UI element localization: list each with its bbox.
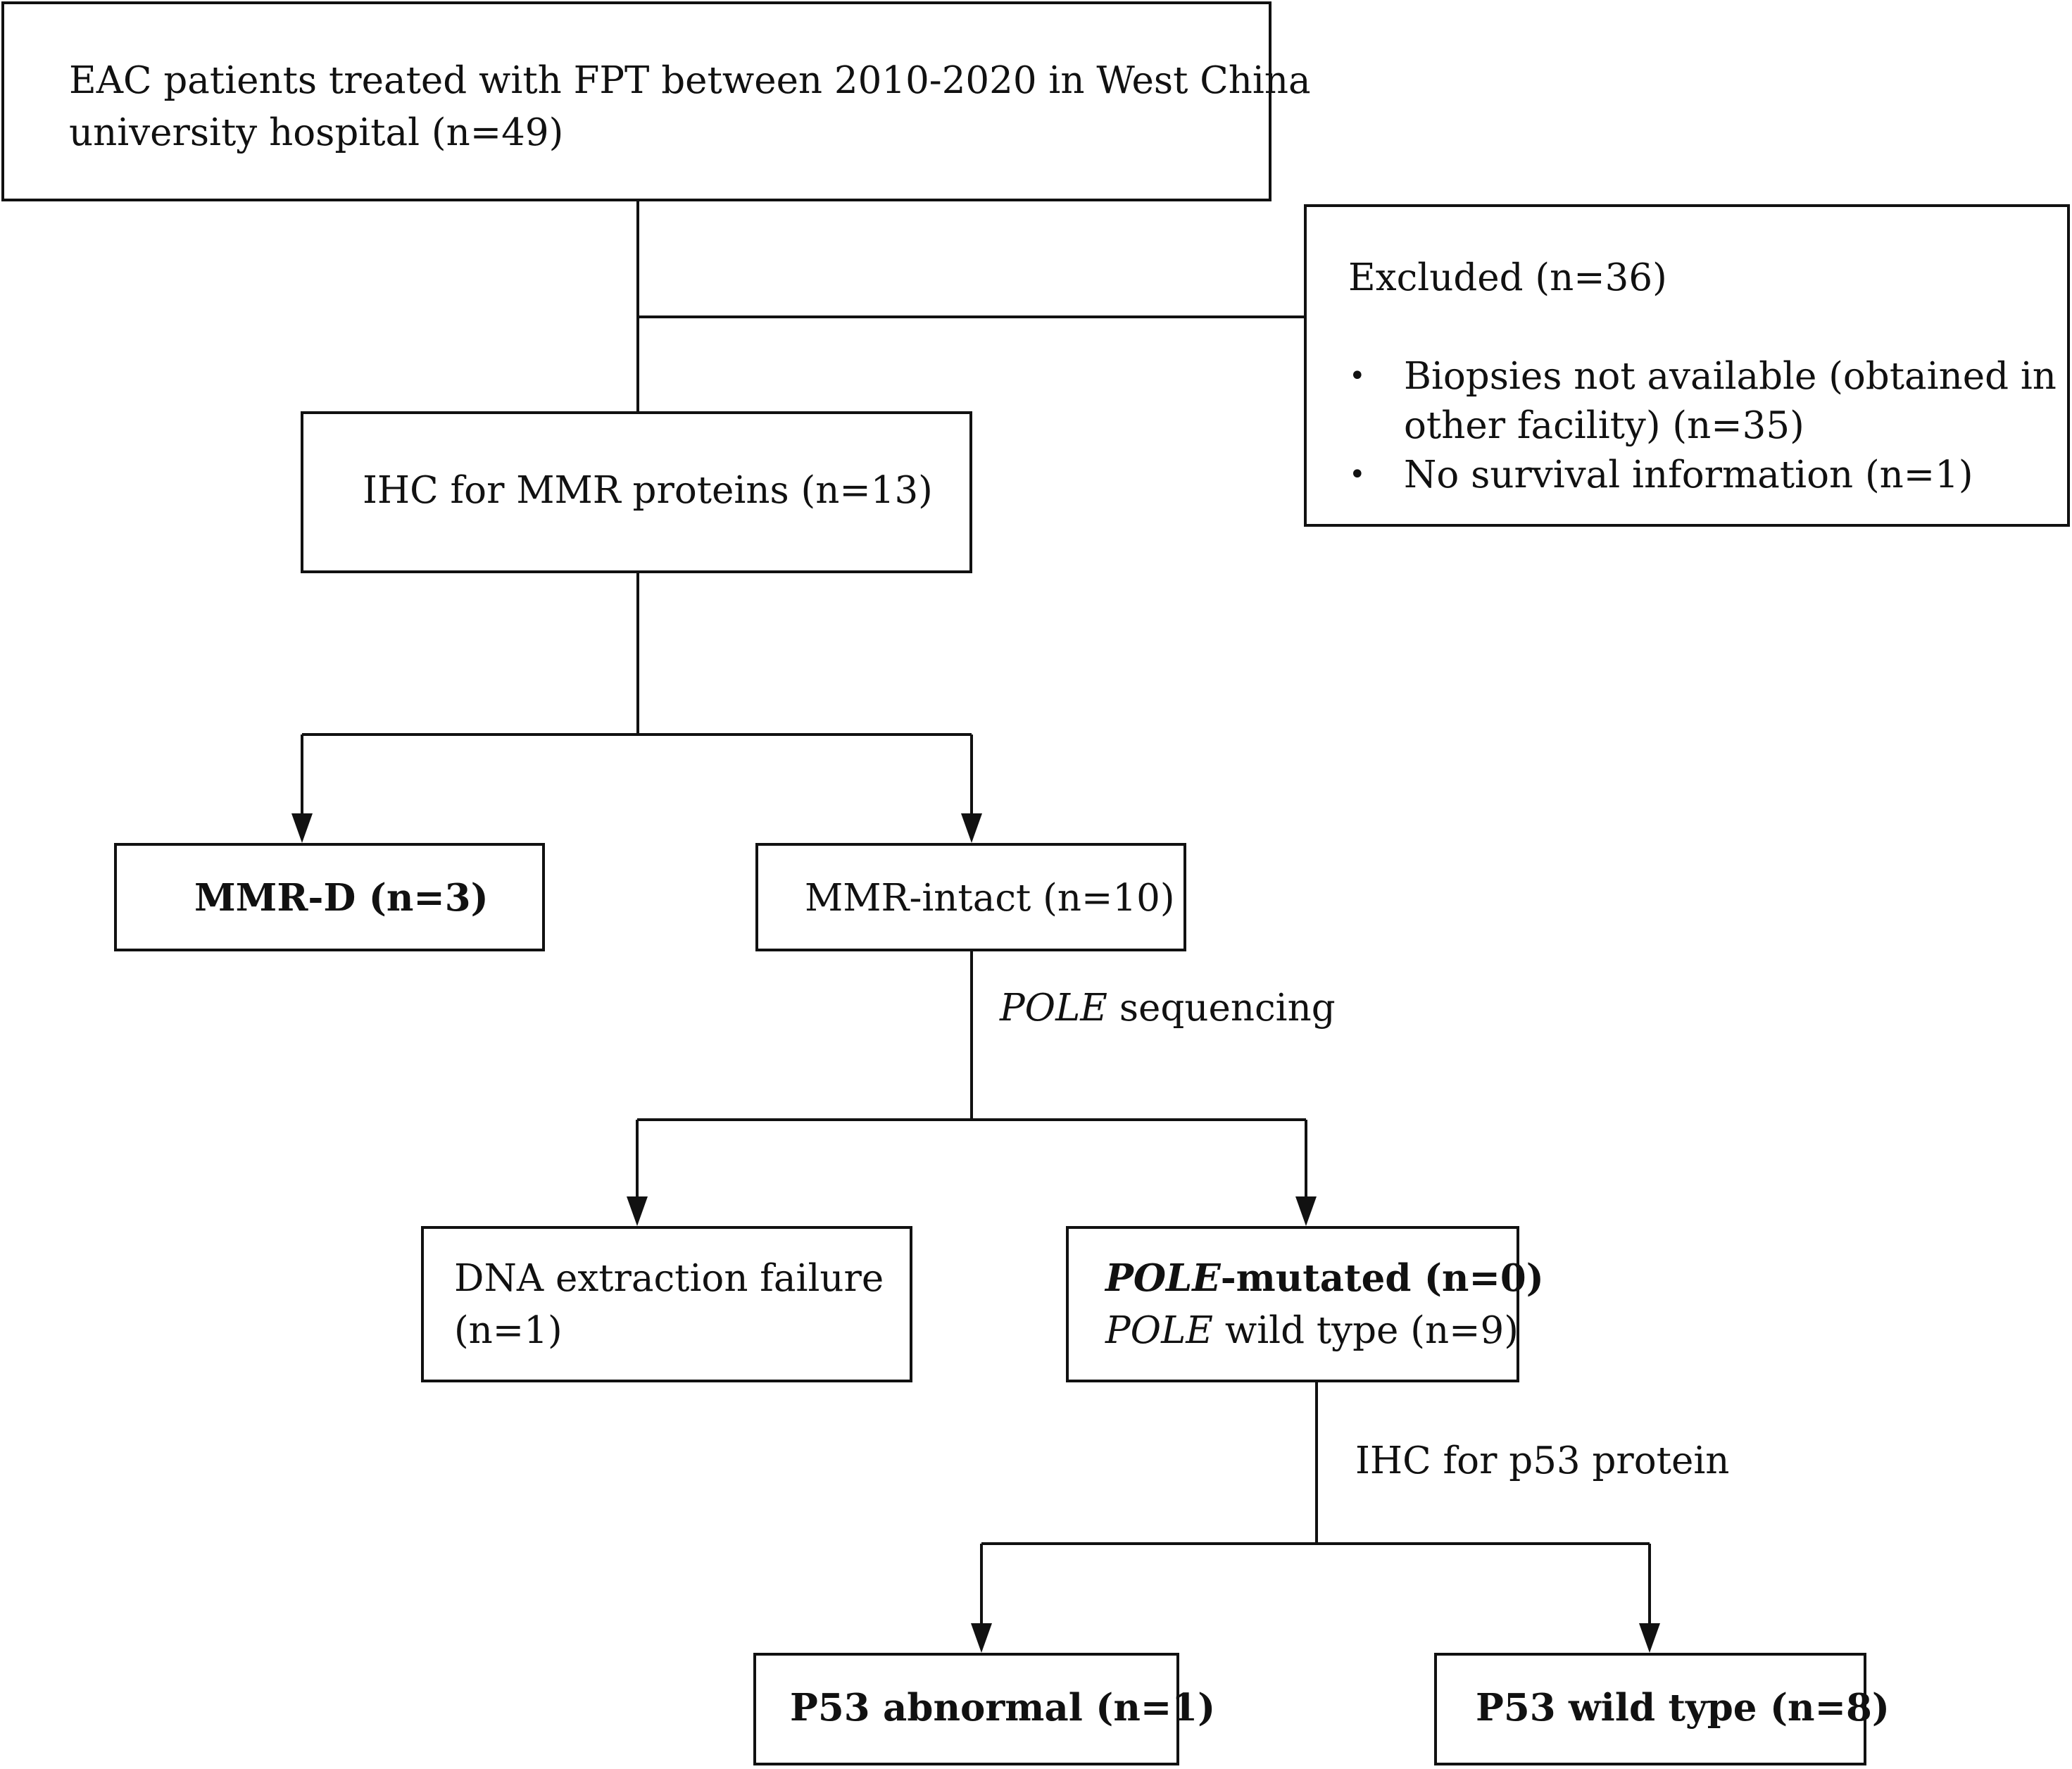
node-ihc-mmr: IHC for MMR proteins (n=13) [301,411,972,573]
node-eac-patients-line1: EAC patients treated with FPT between 20… [69,59,1311,102]
node-dna-failure-line1: DNA extraction failure [454,1257,884,1300]
node-mmr-intact-label: MMR-intact (n=10) [805,877,1175,920]
node-pole-result: POLE-mutated (n=0) POLE wild type (n=9) [1066,1226,1544,1382]
node-mmr-d-label: MMR-D (n=3) [194,876,489,920]
pole-wild-rest: wild type (n=9) [1213,1309,1519,1352]
node-dna-failure-line2: (n=1) [454,1309,563,1352]
node-p53-abnormal-label: P53 abnormal (n=1) [790,1686,1216,1730]
excluded-bullet-1: • [1349,360,1366,392]
excluded-item-1-line2: other facility) (n=35) [1404,404,1804,447]
pole-mutated-gene: POLE [1105,1256,1221,1300]
excluded-item-1-line1: Biopsies not available (obtained in [1404,355,2057,398]
pole-mutated-rest: -mutated (n=0) [1220,1256,1544,1300]
arrowhead-pole-result [1295,1196,1317,1226]
node-p53-wild-label: P53 wild type (n=8) [1476,1686,1890,1730]
node-dna-failure: DNA extraction failure (n=1) [421,1226,912,1382]
edge-label-pole-gene: POLE [1000,987,1107,1030]
arrowhead-mmr-intact [961,813,982,843]
node-excluded: Excluded (n=36) • Biopsies not available… [1304,204,2070,527]
pole-wild-gene: POLE [1105,1309,1213,1352]
edge-label-pole-sequencing: POLE sequencing [1000,982,1336,1034]
excluded-bullet-2: • [1349,458,1366,491]
excluded-title: Excluded (n=36) [1348,256,1667,299]
arrowhead-mmrd [291,813,313,843]
arrowhead-dna-failure [627,1196,648,1226]
edge-label-ihc-p53: IHC for p53 protein [1355,1439,1730,1482]
node-pole-wild: POLE wild type (n=9) [1105,1305,1519,1356]
node-p53-wild: P53 wild type (n=8) [1434,1653,1890,1765]
node-p53-abnormal: P53 abnormal (n=1) [753,1653,1215,1765]
node-mmr-d: MMR-D (n=3) [114,843,545,951]
node-mmr-intact: MMR-intact (n=10) [755,843,1186,951]
arrowhead-p53-abnormal [971,1623,992,1653]
excluded-item-2-line1: No survival information (n=1) [1404,454,1973,496]
node-ihc-mmr-label: IHC for MMR proteins (n=13) [363,469,933,512]
arrowhead-p53-wild [1639,1623,1660,1653]
node-eac-patients: EAC patients treated with FPT between 20… [1,1,1311,201]
edge-label-pole-rest: sequencing [1107,987,1336,1030]
node-eac-patients-line2: university hospital (n=49) [69,111,564,154]
node-pole-mutated: POLE-mutated (n=0) [1105,1253,1544,1304]
